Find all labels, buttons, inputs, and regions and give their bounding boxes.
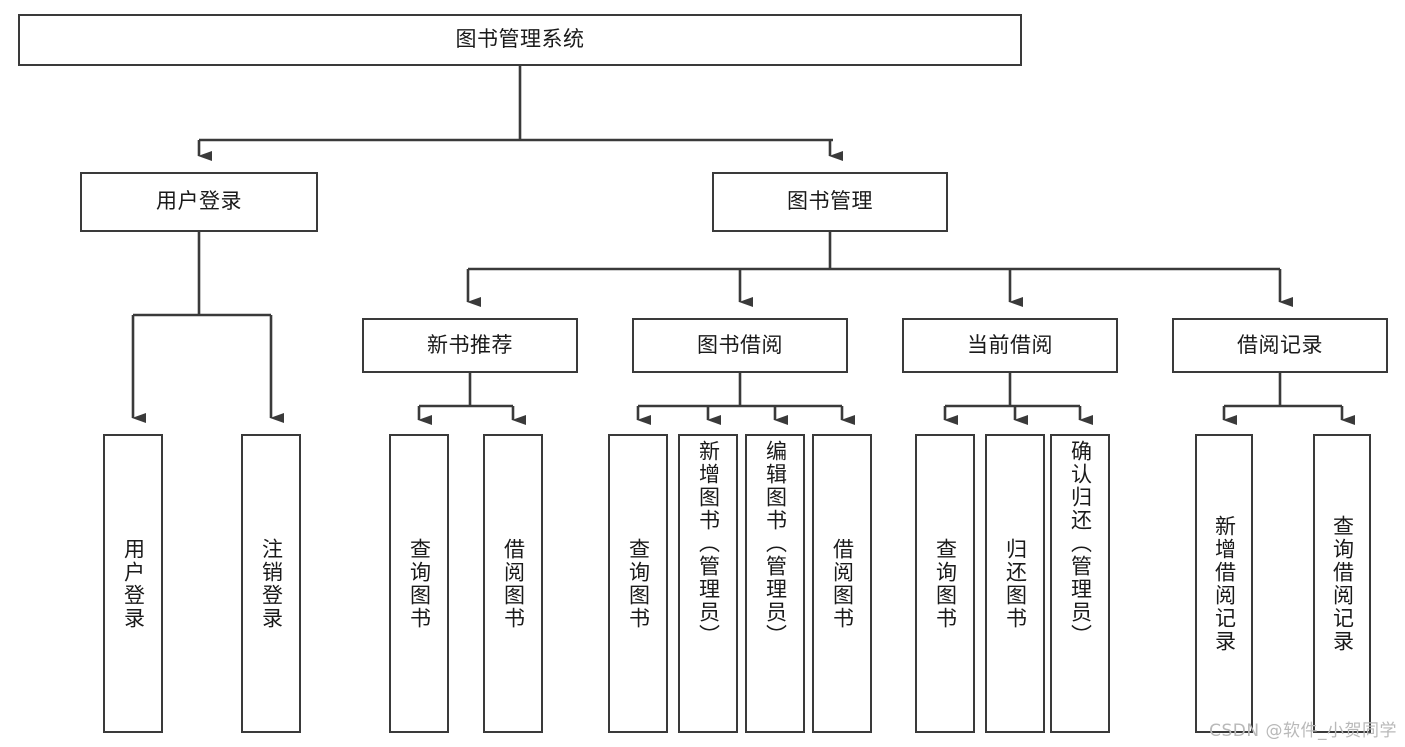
node-user-login-label: 用户登录 xyxy=(156,189,242,214)
node-root-label: 图书管理系统 xyxy=(455,27,585,52)
node-leaf-user-logout[interactable]: 注销登录 xyxy=(241,434,301,733)
edge-userlogin-to-leaves xyxy=(131,232,284,423)
node-leaf-add-borrow-record-label: 新增借阅记录 xyxy=(1212,514,1237,653)
node-leaf-confirm-return-admin-label: 确认归还（管理员） xyxy=(1068,440,1093,647)
csdn-watermark: CSDN @软件_小贺同学 xyxy=(1209,721,1397,741)
node-leaf-borrow-book-rec[interactable]: 借阅图书 xyxy=(483,434,543,733)
node-leaf-add-book-admin[interactable]: 新增图书（管理员） xyxy=(678,434,738,733)
node-borrow-record-label: 借阅记录 xyxy=(1237,332,1323,357)
node-book-management[interactable]: 图书管理 xyxy=(712,172,948,232)
node-book-borrow[interactable]: 图书借阅 xyxy=(632,318,848,373)
node-book-borrow-label: 图书借阅 xyxy=(697,332,783,357)
node-leaf-query-book-borrow[interactable]: 查询图书 xyxy=(608,434,668,733)
node-leaf-query-borrow-record-label: 查询借阅记录 xyxy=(1330,514,1355,653)
node-user-login[interactable]: 用户登录 xyxy=(80,172,318,232)
node-leaf-edit-book-admin-label: 编辑图书（管理员） xyxy=(763,440,788,647)
node-current-borrow[interactable]: 当前借阅 xyxy=(902,318,1118,373)
node-leaf-user-login[interactable]: 用户登录 xyxy=(103,434,163,733)
node-leaf-borrow-book-label: 借阅图书 xyxy=(830,537,855,630)
node-new-book-recommend-label: 新书推荐 xyxy=(427,332,513,357)
node-leaf-borrow-book[interactable]: 借阅图书 xyxy=(812,434,872,733)
edge-recommend-to-leaves xyxy=(417,373,526,425)
edge-current-to-leaves xyxy=(943,373,1093,425)
node-leaf-query-book-rec-label: 查询图书 xyxy=(407,537,432,630)
node-leaf-query-book-rec[interactable]: 查询图书 xyxy=(389,434,449,733)
node-leaf-query-book-current[interactable]: 查询图书 xyxy=(915,434,975,733)
node-current-borrow-label: 当前借阅 xyxy=(967,332,1053,357)
node-root[interactable]: 图书管理系统 xyxy=(18,14,1022,66)
edge-bookmgmt-to-level2 xyxy=(466,232,1293,307)
node-book-management-label: 图书管理 xyxy=(787,189,873,214)
node-leaf-query-book-current-label: 查询图书 xyxy=(933,537,958,630)
node-leaf-edit-book-admin[interactable]: 编辑图书（管理员） xyxy=(745,434,805,733)
node-leaf-return-book[interactable]: 归还图书 xyxy=(985,434,1045,733)
node-leaf-user-logout-label: 注销登录 xyxy=(259,537,284,630)
node-leaf-borrow-book-rec-label: 借阅图书 xyxy=(501,537,526,630)
node-borrow-record[interactable]: 借阅记录 xyxy=(1172,318,1388,373)
edge-root-to-level1 xyxy=(197,66,843,161)
node-leaf-user-login-label: 用户登录 xyxy=(121,537,146,630)
node-leaf-add-book-admin-label: 新增图书（管理员） xyxy=(696,440,721,647)
edge-record-to-leaves xyxy=(1222,373,1355,425)
node-leaf-confirm-return-admin[interactable]: 确认归还（管理员） xyxy=(1050,434,1110,733)
node-leaf-query-book-borrow-label: 查询图书 xyxy=(626,537,651,630)
node-new-book-recommend[interactable]: 新书推荐 xyxy=(362,318,578,373)
edge-borrow-to-leaves xyxy=(636,373,855,425)
node-leaf-return-book-label: 归还图书 xyxy=(1003,537,1028,630)
node-leaf-add-borrow-record[interactable]: 新增借阅记录 xyxy=(1195,434,1253,733)
node-leaf-query-borrow-record[interactable]: 查询借阅记录 xyxy=(1313,434,1371,733)
